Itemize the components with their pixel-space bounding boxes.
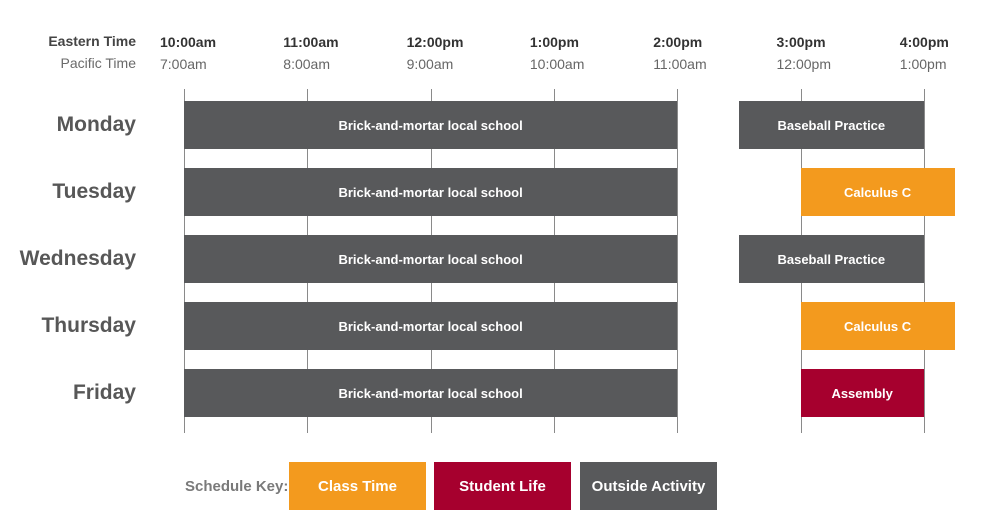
tick-pacific-label: 9:00am <box>406 56 454 72</box>
tick-pacific-label: 12:00pm <box>776 56 831 72</box>
schedule-event-baseball-practice: Baseball Practice <box>738 235 924 283</box>
tick-pacific-label: 10:00am <box>529 56 585 72</box>
tick-pacific-label: 8:00am <box>283 56 330 72</box>
timezone-pacific-label: Pacific Time <box>60 55 136 71</box>
tick-eastern-label: 12:00pm <box>406 34 464 50</box>
day-label-wednesday: Wednesday <box>19 247 136 270</box>
schedule-key-label: Schedule Key: <box>185 478 289 495</box>
schedule-event-brick-and-mortar-local-school: Brick-and-mortar local school <box>184 302 678 350</box>
tick-eastern-label: 3:00pm <box>776 34 826 50</box>
tick-eastern-label: 2:00pm <box>653 34 703 50</box>
tick-pacific-label: 7:00am <box>160 56 207 72</box>
day-label-friday: Friday <box>72 381 136 404</box>
tick-pacific-label: 11:00am <box>653 56 707 72</box>
schedule-event-calculus-c: Calculus C <box>800 302 955 350</box>
schedule-event-brick-and-mortar-local-school: Brick-and-mortar local school <box>184 235 678 283</box>
day-label-tuesday: Tuesday <box>52 180 136 203</box>
tick-eastern-label: 1:00pm <box>529 34 579 50</box>
key-item-outside-activity: Outside Activity <box>580 462 717 510</box>
schedule-event-baseball-practice: Baseball Practice <box>738 101 924 149</box>
schedule-event-brick-and-mortar-local-school: Brick-and-mortar local school <box>184 101 678 149</box>
day-label-thursday: Thursday <box>41 314 136 337</box>
schedule-event-brick-and-mortar-local-school: Brick-and-mortar local school <box>184 168 678 216</box>
tick-eastern-label: 4:00pm <box>899 34 949 50</box>
schedule-event-assembly: Assembly <box>800 369 924 417</box>
key-item-student-life: Student Life <box>434 462 571 510</box>
grid-line <box>677 89 679 433</box>
day-label-monday: Monday <box>56 113 136 136</box>
timezone-eastern-label: Eastern Time <box>48 33 136 49</box>
tick-eastern-label: 10:00am <box>160 34 217 50</box>
schedule-event-calculus-c: Calculus C <box>800 168 955 216</box>
schedule-event-brick-and-mortar-local-school: Brick-and-mortar local school <box>184 369 678 417</box>
key-item-class-time: Class Time <box>289 462 426 510</box>
tick-eastern-label: 11:00am <box>283 34 339 50</box>
tick-pacific-label: 1:00pm <box>899 56 947 72</box>
grid-line <box>923 89 925 433</box>
